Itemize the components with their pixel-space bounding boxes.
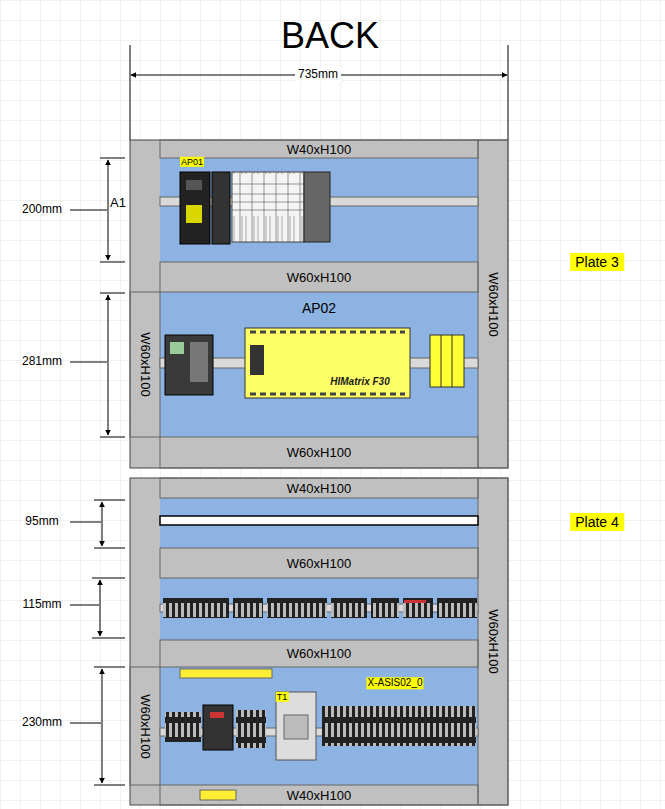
dimension: 95mm xyxy=(25,515,58,529)
plate-label: Plate 4 xyxy=(570,513,624,531)
cable-duct: W60xH100 xyxy=(478,478,508,805)
assembly-name: AP02 xyxy=(302,300,336,316)
duct-size: W40xH100 xyxy=(287,142,351,157)
duct-size: W60xH100 xyxy=(486,272,501,336)
duct-size: W60xH100 xyxy=(287,270,351,285)
device-model: HIMatrix F30 xyxy=(330,376,389,388)
duct-size: W40xH100 xyxy=(287,788,351,803)
cable-duct: W60xH100 xyxy=(160,548,478,578)
cable-duct: W40xH100 xyxy=(160,785,478,805)
duct-size: W60xH100 xyxy=(287,445,351,460)
plate-label: Plate 3 xyxy=(570,253,624,271)
duct-size: W60xH100 xyxy=(138,332,153,396)
duct-size: W60xH100 xyxy=(486,609,501,673)
cable-duct: W60xH100 xyxy=(130,667,160,785)
mounting-plate-area: AP02 xyxy=(160,292,478,437)
cable-duct: W60xH100 xyxy=(160,640,478,667)
dimension: 230mm xyxy=(22,716,62,730)
cable-duct: W40xH100 xyxy=(160,140,478,158)
duct-size: W60xH100 xyxy=(287,646,351,661)
duct-size: W60xH100 xyxy=(287,556,351,571)
cable-duct: W60xH100 xyxy=(130,292,160,437)
dimension: 200mm xyxy=(22,203,62,217)
device-tag: AP01 xyxy=(180,157,204,167)
duct-size: W60xH100 xyxy=(138,694,153,758)
cable-duct: W60xH100 xyxy=(478,140,508,468)
duct-size: W40xH100 xyxy=(287,481,351,496)
dimension-ref: A1 xyxy=(110,196,126,211)
cable-duct: W60xH100 xyxy=(160,262,478,292)
device-tag: X-ASIS02_0 xyxy=(366,677,423,689)
cable-duct: W60xH100 xyxy=(160,437,478,468)
dimension: 281mm xyxy=(22,355,62,369)
device-tag: T1 xyxy=(276,692,289,702)
dimension: 735mm xyxy=(295,68,341,82)
dimension: 115mm xyxy=(22,598,61,612)
cable-duct: W40xH100 xyxy=(160,478,478,498)
title: BACK xyxy=(281,15,379,56)
